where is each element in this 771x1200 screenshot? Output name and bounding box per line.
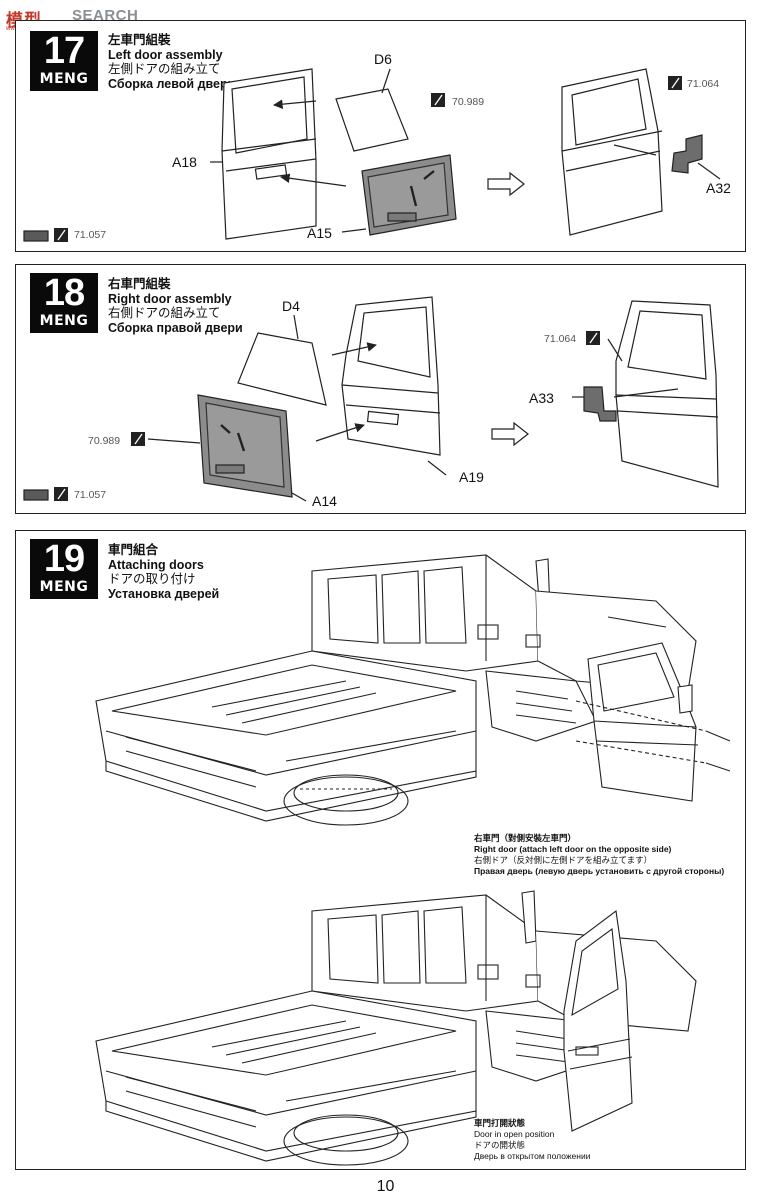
note-open-door-jp: ドアの開状態 xyxy=(474,1140,526,1150)
step-18-titles: 右車門組裝 Right door assembly 右側ドアの組み立て Сбор… xyxy=(108,277,243,335)
mirror-attached xyxy=(677,684,693,714)
part-label-d6: D6 xyxy=(374,51,392,67)
truck-closed-view xyxy=(95,554,731,826)
note-open-door-cn: 車門打開狀態 xyxy=(474,1118,526,1128)
paint-code-71057: 71.057 xyxy=(74,489,107,501)
watermark-site: SEARCH xyxy=(72,7,139,24)
mirror-a33 xyxy=(583,386,617,422)
step-19-number: 19 xyxy=(43,538,85,580)
step-17-brand: MENG xyxy=(39,71,89,87)
step-17-title-jp: 左側ドアの組み立て xyxy=(108,62,221,76)
step-19-titles: 車門組合 Attaching doors ドアの取り付け Установка д… xyxy=(108,543,219,601)
paint-brush-icon xyxy=(54,331,600,501)
page-number: 10 xyxy=(376,1178,395,1195)
step-18-brand: MENG xyxy=(39,313,89,329)
step-18-badge: 18 MENG xyxy=(30,273,98,333)
note-right-door-en: Right door (attach left door on the oppo… xyxy=(474,844,672,854)
step-19-title-cn: 車門組合 xyxy=(108,543,159,557)
step-18-number: 18 xyxy=(43,272,85,314)
note-right-door-cn: 右車門（對側安裝左車門） xyxy=(474,833,577,843)
step-17-badge: 17 MENG xyxy=(30,31,98,91)
paint-code-70989: 70.989 xyxy=(88,435,121,447)
mirror-a32 xyxy=(671,134,703,174)
step-18-title-jp: 右側ドアの組み立て xyxy=(108,306,221,320)
step-18-title-ru: Сборка правой двери xyxy=(108,320,243,335)
note-right-door-jp: 右側ドア（反対側に左側ドアを組み立てます） xyxy=(474,855,653,865)
paint-code-71057: 71.057 xyxy=(74,229,107,241)
step-19-panel: 19 MENG 車門組合 Attaching doors ドアの取り付け Уст… xyxy=(15,530,746,1170)
paint-code-70989: 70.989 xyxy=(452,96,485,108)
step-18-title-en: Right door assembly xyxy=(108,291,232,306)
note-open-door: 車門打開狀態 Door in open position ドアの開状態 Двер… xyxy=(474,1118,590,1162)
step-17-title-en: Left door assembly xyxy=(108,47,223,62)
part-label-d4: D4 xyxy=(282,298,300,314)
step-19-title-ru: Установка дверей xyxy=(108,586,220,601)
step-17-number: 17 xyxy=(43,30,85,72)
part-label-a18: A18 xyxy=(172,154,197,170)
paint-code-71064: 71.064 xyxy=(687,78,720,90)
part-label-a33: A33 xyxy=(529,390,554,406)
step-19-badge: 19 MENG xyxy=(30,539,98,599)
note-right-door: 右車門（對側安裝左車門） Right door (attach left doo… xyxy=(474,833,724,877)
note-open-door-en: Door in open position xyxy=(474,1129,555,1139)
step-19-brand: MENG xyxy=(39,579,89,595)
step-19-title-jp: ドアの取り付け xyxy=(108,572,196,586)
note-right-door-ru: Правая дверь (левую дверь установить с д… xyxy=(474,866,725,876)
glass-d4 xyxy=(237,332,327,406)
step-17-titles: 左車門組裝 Left door assembly 左側ドアの組み立て Сборк… xyxy=(108,33,235,91)
step-19-title-en: Attaching doors xyxy=(108,557,204,572)
glass-d6 xyxy=(335,88,409,152)
truck-open-view xyxy=(95,890,697,1166)
part-label-a19: A19 xyxy=(459,469,484,485)
step-18-panel: 18 MENG 右車門組裝 Right door assembly 右側ドアの組… xyxy=(15,264,746,514)
step-17-title-ru: Сборка левой двери xyxy=(108,76,236,91)
step-17-diagram xyxy=(23,68,721,242)
part-label-a15: A15 xyxy=(307,225,332,241)
step-18-title-cn: 右車門組裝 xyxy=(108,277,171,291)
paint-code-71064: 71.064 xyxy=(544,333,577,345)
step-18-diagram xyxy=(23,296,719,502)
part-label-a32: A32 xyxy=(706,180,731,196)
step-17-panel: 17 MENG 左車門組裝 Left door assembly 左側ドアの組み… xyxy=(15,20,746,252)
step-19-diagram xyxy=(95,554,731,1166)
note-open-door-ru: Дверь в открытом положении xyxy=(474,1151,591,1161)
paint-brush-icon xyxy=(54,76,682,242)
part-label-a14: A14 xyxy=(312,493,337,509)
step-17-title-cn: 左車門組裝 xyxy=(108,33,171,47)
